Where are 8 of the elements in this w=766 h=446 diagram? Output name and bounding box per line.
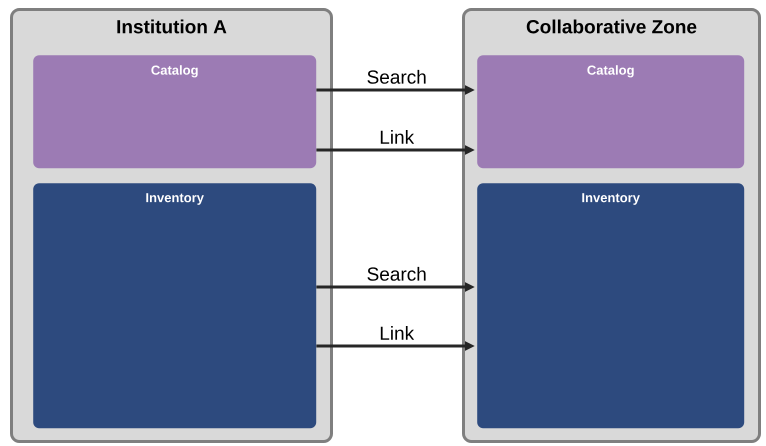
edge-label: Search (367, 70, 426, 84)
catalog-box: Catalog (33, 55, 316, 168)
inventory-box: Inventory (477, 183, 744, 428)
edge-label: Link (380, 326, 414, 340)
edge-label: Link (380, 130, 414, 144)
inventory-box: Inventory (33, 183, 316, 428)
edge-label: Search (367, 266, 426, 281)
catalog-box: Catalog (477, 55, 744, 168)
